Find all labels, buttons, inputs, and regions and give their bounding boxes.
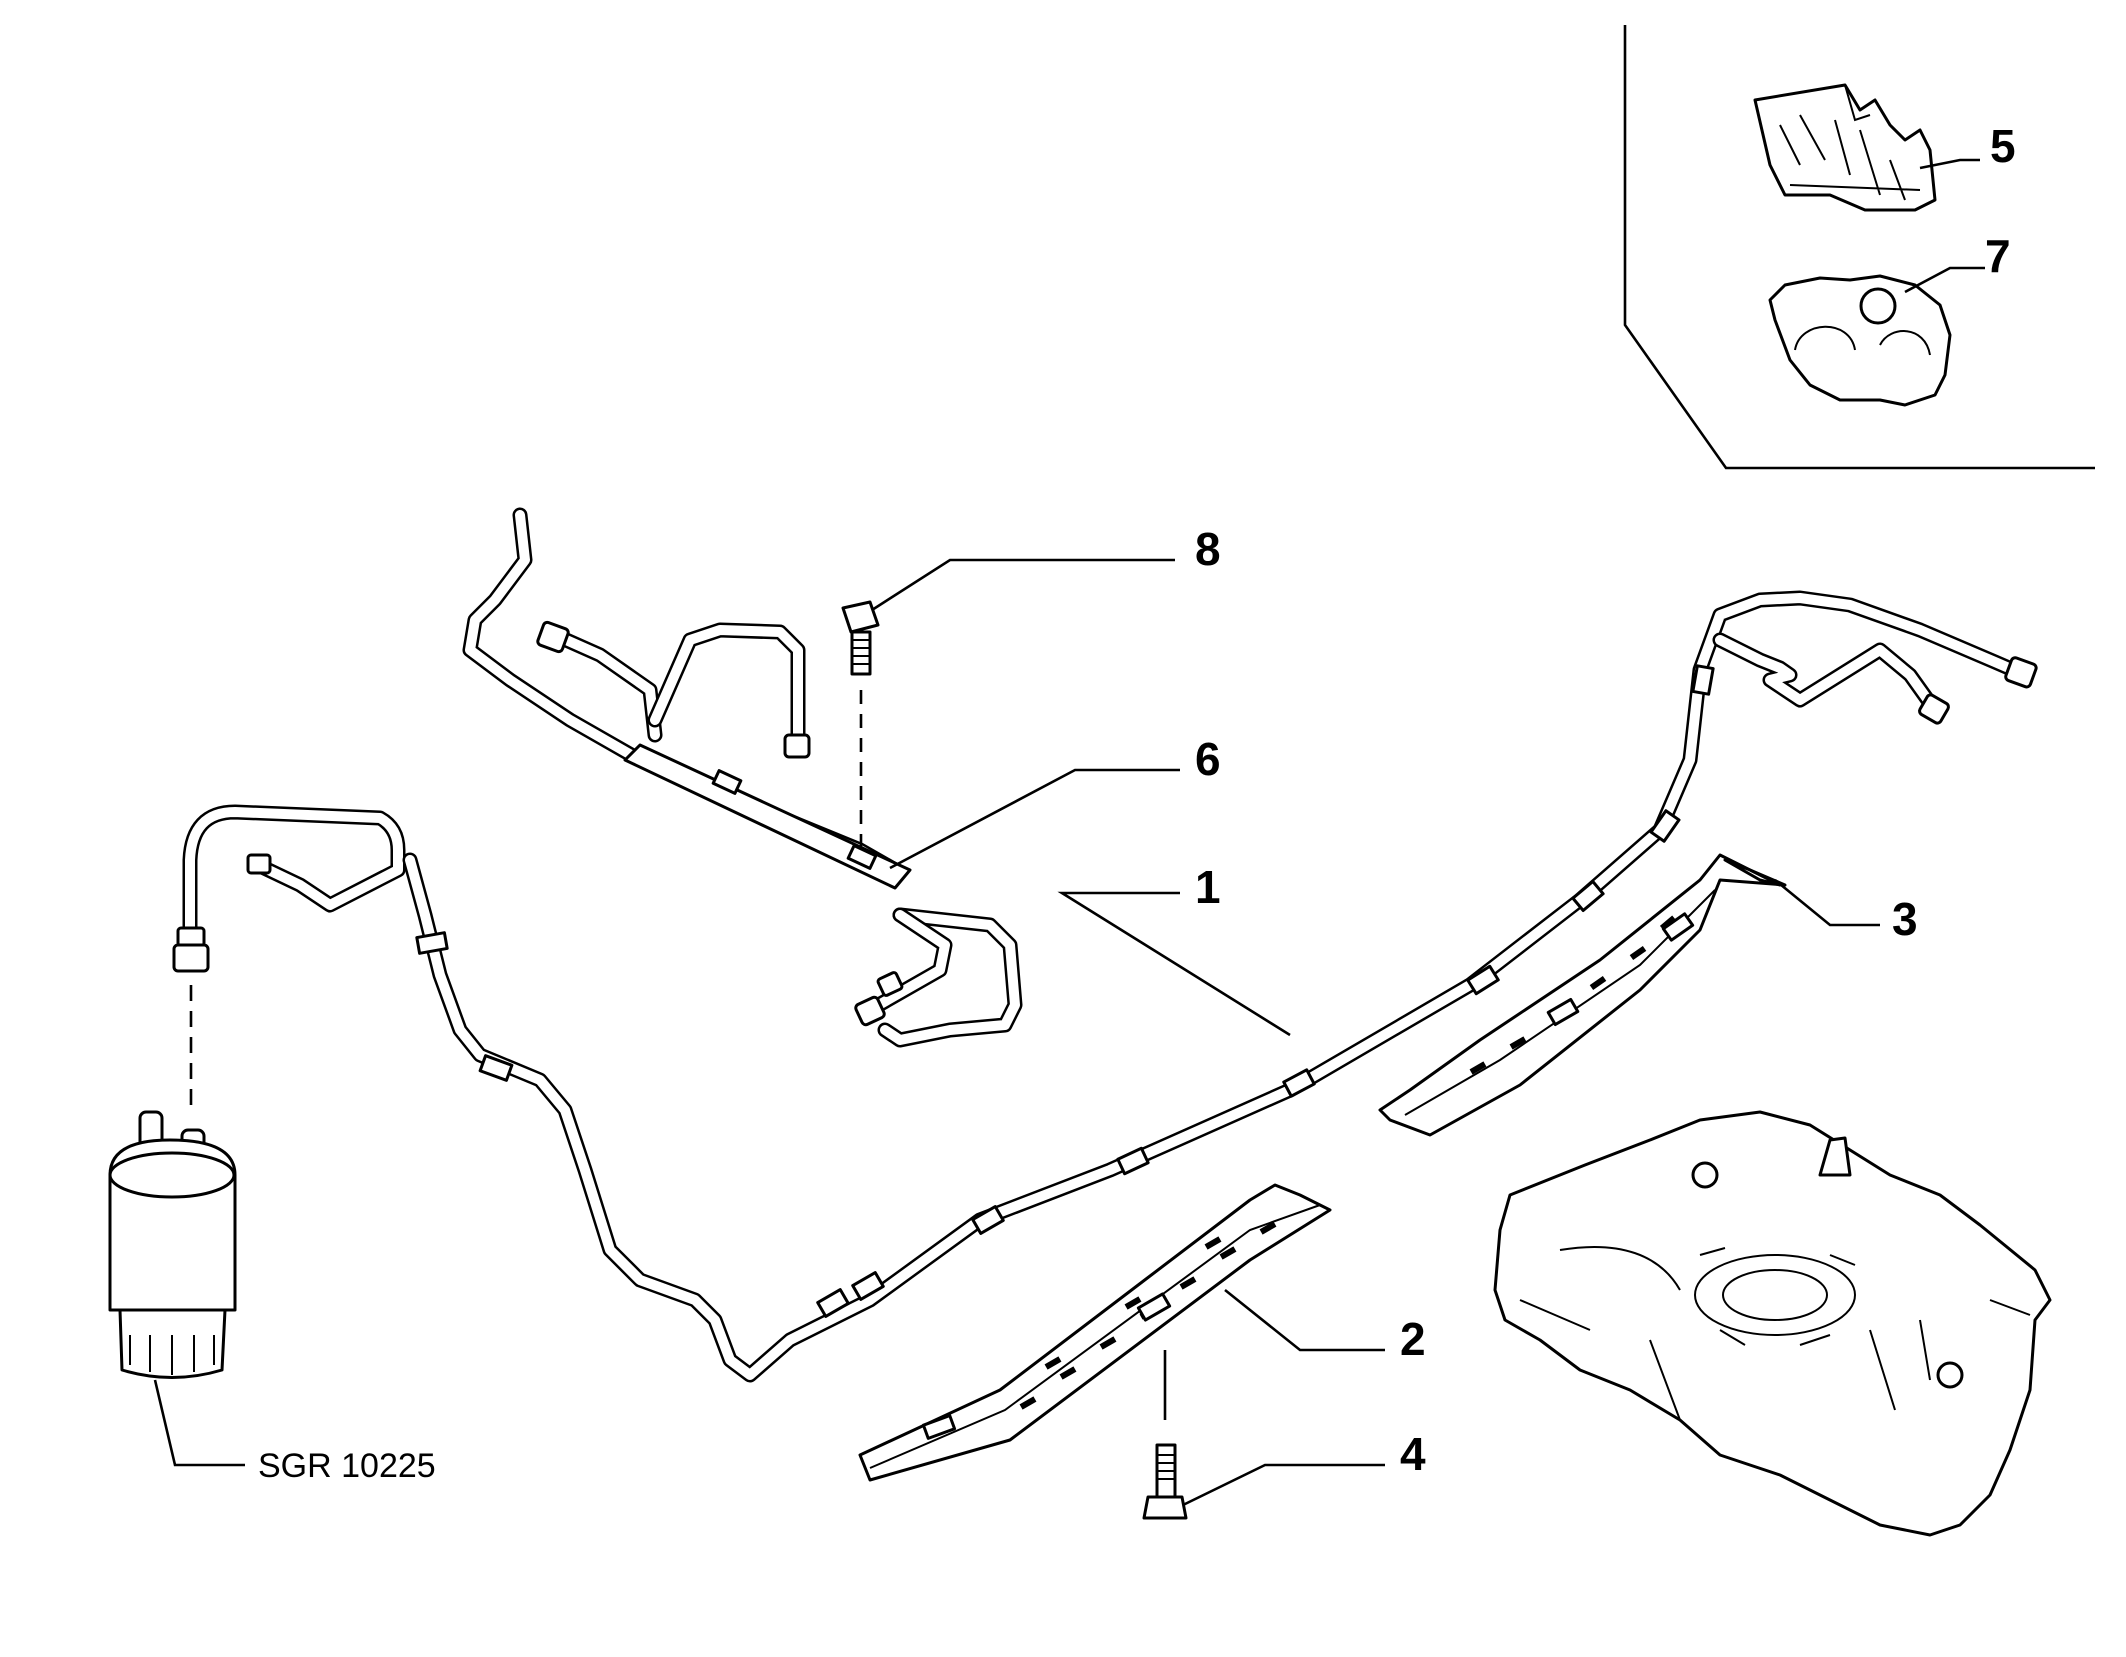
bracket-part-3 [1378, 853, 1787, 1137]
callout-6: 6 [889, 733, 1221, 870]
callout-label-7: 7 [1985, 230, 2011, 282]
callout-3: 3 [1774, 878, 1918, 945]
bracket-part-2 [858, 1183, 1332, 1482]
callout-label-1: 1 [1195, 861, 1221, 913]
callout-label-6: 6 [1195, 733, 1221, 785]
callout-filter-ref: SGR 10225 [153, 1379, 436, 1485]
callout-1: 1 [1057, 861, 1291, 1037]
callout-label-2: 2 [1400, 1313, 1426, 1365]
filter-ref-label: SGR 10225 [258, 1447, 436, 1485]
bolt-part-4 [1142, 1350, 1188, 1520]
callout-7: 7 [1904, 230, 2011, 294]
grommet-part-7 [1768, 274, 1952, 407]
fuel-tank [1493, 1110, 2052, 1537]
callout-2: 2 [1224, 1288, 1426, 1365]
clip-part-5 [1753, 83, 1937, 212]
callout-label-5: 5 [1990, 120, 2016, 172]
fuel-filter [108, 985, 237, 1379]
callout-8: 8 [871, 523, 1221, 612]
bolt-part-8 [841, 600, 880, 850]
pipe-harness-part-6 [462, 507, 1023, 1048]
callout-label-3: 3 [1892, 893, 1918, 945]
callout-5: 5 [1919, 120, 2016, 172]
fuel-line-assembly-part-1 [172, 590, 2038, 1383]
callout-4: 4 [1182, 1428, 1426, 1507]
callout-label-4: 4 [1400, 1428, 1426, 1480]
callout-label-8: 8 [1195, 523, 1221, 575]
inset-detail-frame [1623, 25, 2095, 470]
